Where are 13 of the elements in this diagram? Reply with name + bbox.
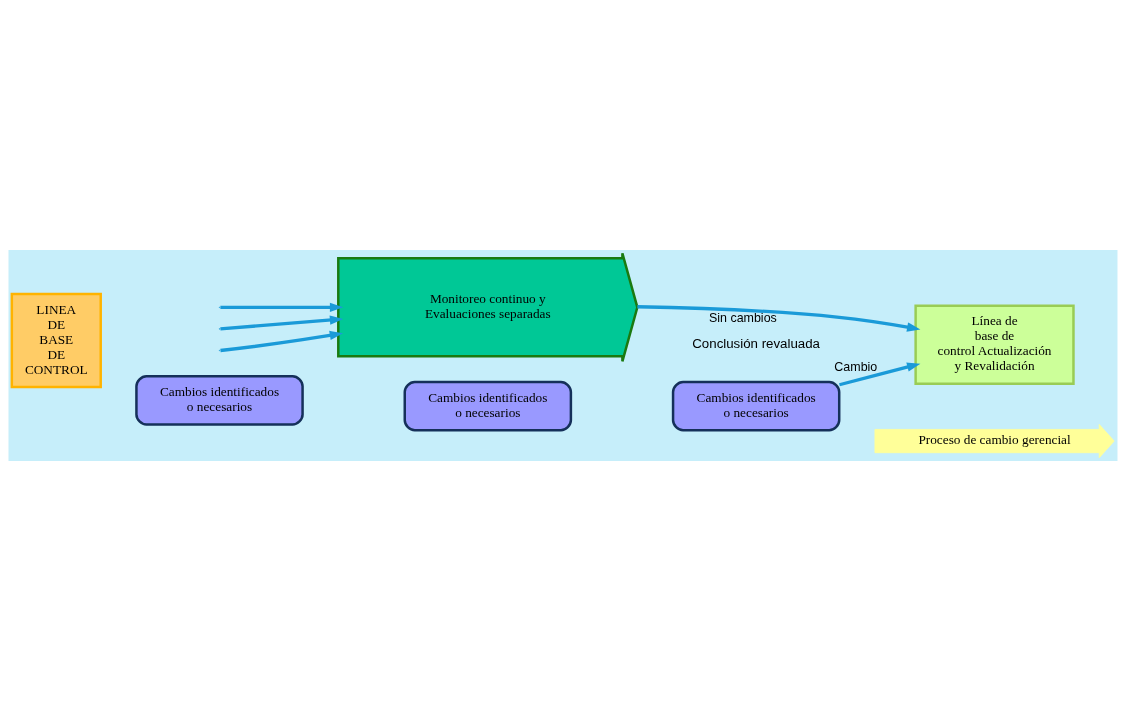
arrow [839, 362, 921, 387]
arrow [220, 330, 344, 353]
arrow [637, 305, 921, 332]
arrow [220, 302, 344, 312]
node-box: Cambios identificados o necesarios [403, 380, 573, 432]
node-box: Cambios identificados o necesarios [135, 375, 304, 426]
node-box: Línea de base de control Actualización y Revalidación [914, 304, 1075, 385]
edge-label: Sin cambios [708, 311, 777, 326]
node-box: LINEA DE BASE DE CONTROL [10, 292, 102, 389]
node-box: Cambios identificados o necesarios [671, 380, 841, 432]
label: Conclusión revaluada [692, 335, 821, 351]
arrow [220, 315, 344, 331]
edge-label: Cambio [834, 359, 878, 374]
